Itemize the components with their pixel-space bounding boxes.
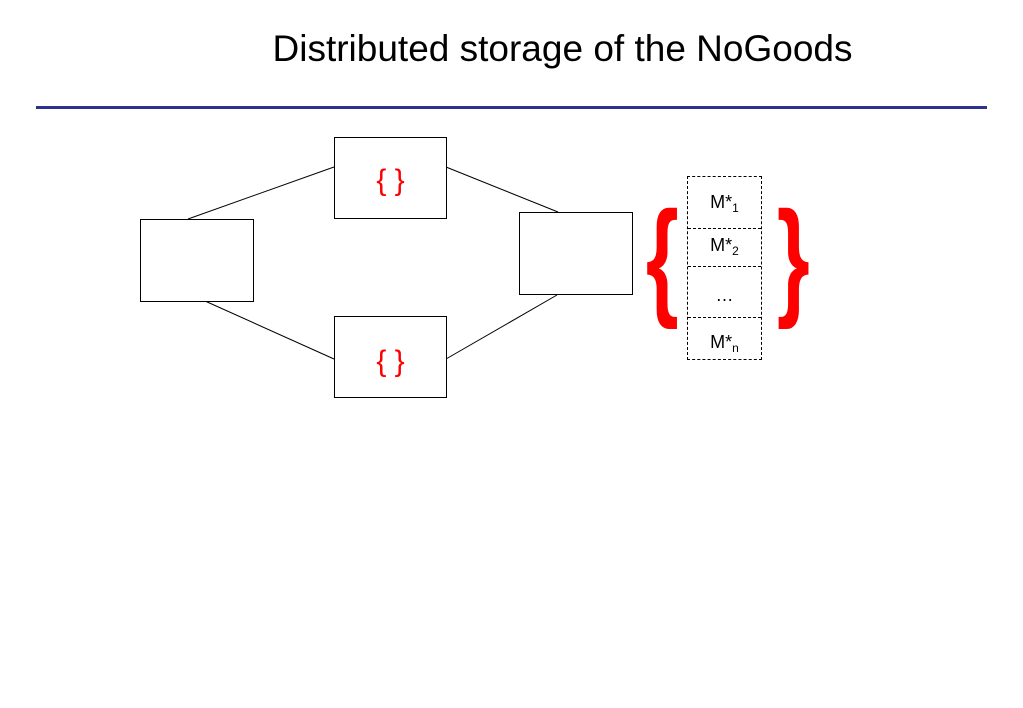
edge-top-right [445, 166, 559, 213]
stack-cell-2: M*2 [688, 228, 761, 258]
stack-open-brace: { [645, 184, 679, 330]
node-top: { } [334, 137, 447, 219]
cell-1-base: M* [710, 192, 733, 212]
edge-bottom-right [445, 294, 558, 360]
cell-4-sub: n [732, 341, 739, 355]
node-right [519, 212, 633, 295]
stack-close-brace: } [776, 184, 810, 330]
node-bottom: { } [334, 316, 447, 398]
nogood-stack: M*1 M*2 … M*n [687, 176, 762, 360]
node-left [140, 219, 254, 302]
slide-title: Distributed storage of the NoGoods [272, 28, 853, 69]
title-underline [36, 106, 987, 109]
cell-4-base: M* [710, 332, 733, 352]
node-bottom-braces: { } [376, 345, 405, 378]
stack-cell-3: … [688, 266, 761, 306]
cell-3-base: … [715, 285, 734, 305]
node-top-braces: { } [376, 164, 405, 197]
stack-cell-1: M*1 [688, 192, 761, 215]
edge-left-top [187, 166, 335, 220]
stack-cell-4: M*n [688, 317, 761, 355]
cell-2-sub: 2 [732, 244, 739, 258]
cell-2-base: M* [710, 235, 733, 255]
cell-1-sub: 1 [732, 201, 739, 215]
edge-left-bottom [204, 300, 335, 360]
